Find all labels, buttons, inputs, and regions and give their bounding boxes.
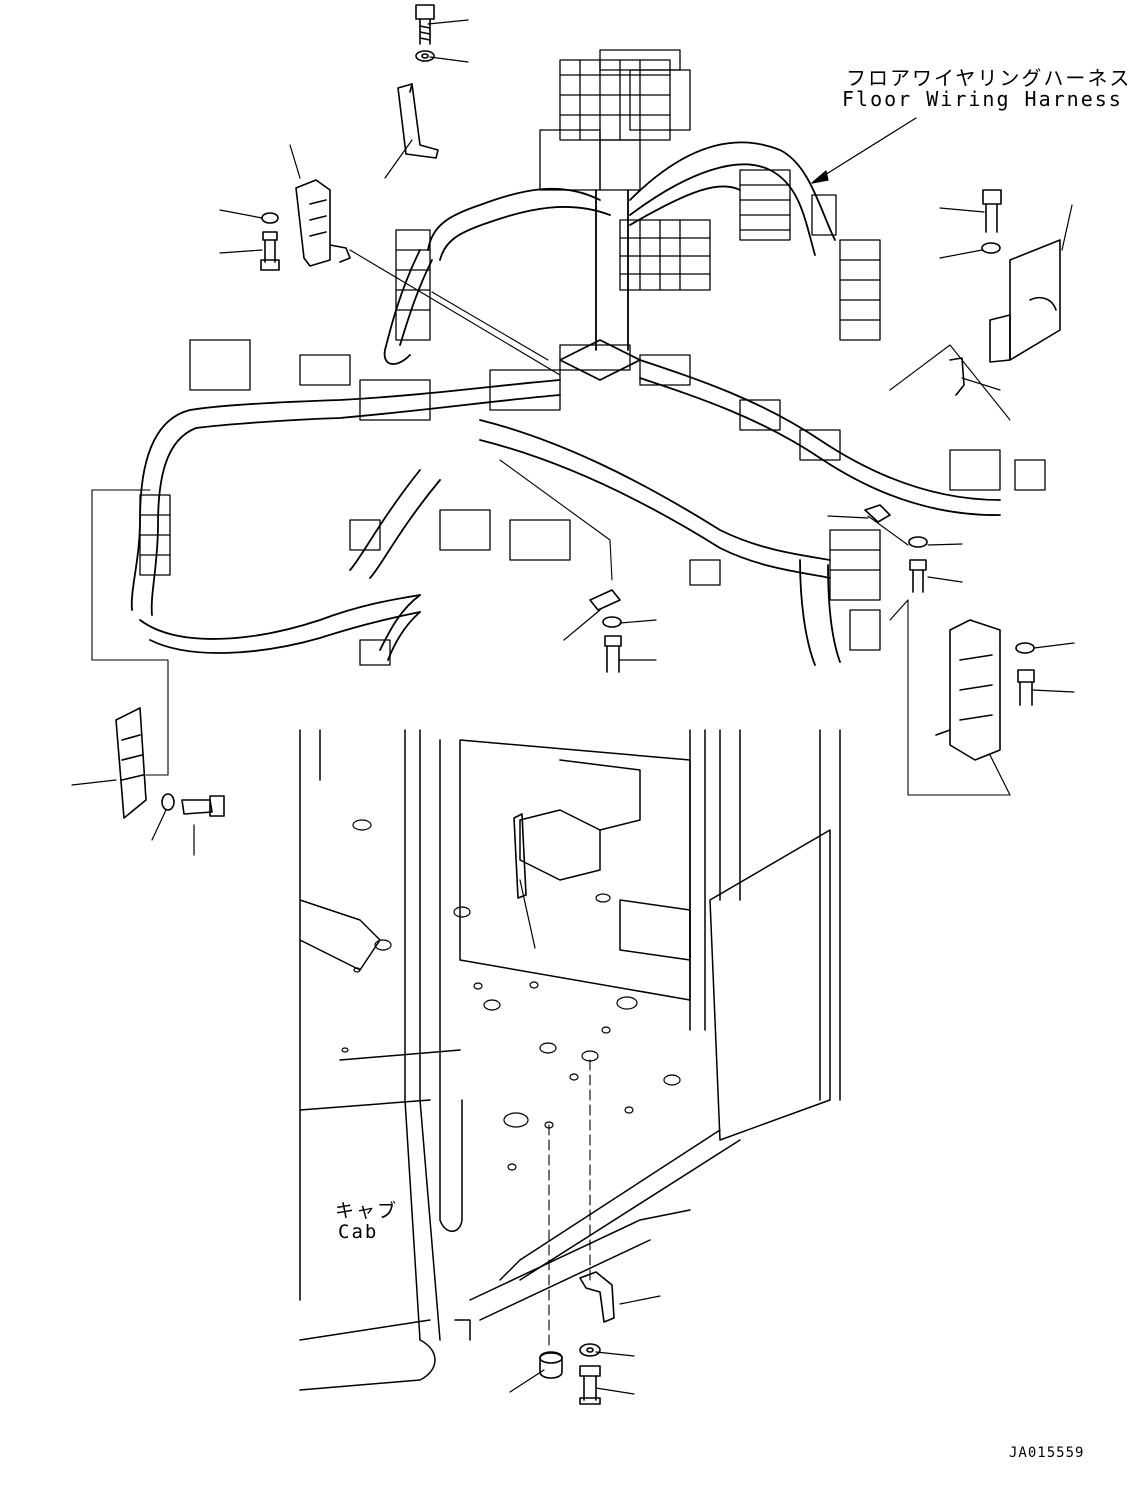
- harness-drawing: [72, 5, 1074, 1404]
- cab-frame: [300, 730, 840, 1390]
- right-lower-bracket: [865, 505, 1034, 760]
- right-upper-bracket: [950, 190, 1060, 395]
- drawing-id: JA015559: [1009, 1445, 1085, 1461]
- floor-holes: [342, 820, 680, 1170]
- connectors: [140, 50, 1045, 665]
- cab-label-jp: キャブ: [335, 1200, 399, 1222]
- bottom-hardware: [540, 1272, 614, 1404]
- main-harness: [132, 142, 1000, 665]
- strap: [514, 814, 526, 898]
- upper-left-bracket: [261, 180, 350, 270]
- left-plate: [116, 708, 224, 818]
- harness-label-en: Floor Wiring Harness: [842, 87, 1123, 111]
- dashed-lines: [549, 1060, 590, 1350]
- top-hardware: [398, 5, 438, 158]
- leader-lines: [72, 20, 1074, 1394]
- harness-label-jp: フロアワイヤリングハーネス: [846, 66, 1132, 90]
- group-outlines: [92, 250, 1010, 795]
- middle-bracket: [590, 590, 621, 672]
- cab-label-en: Cab: [338, 1221, 379, 1243]
